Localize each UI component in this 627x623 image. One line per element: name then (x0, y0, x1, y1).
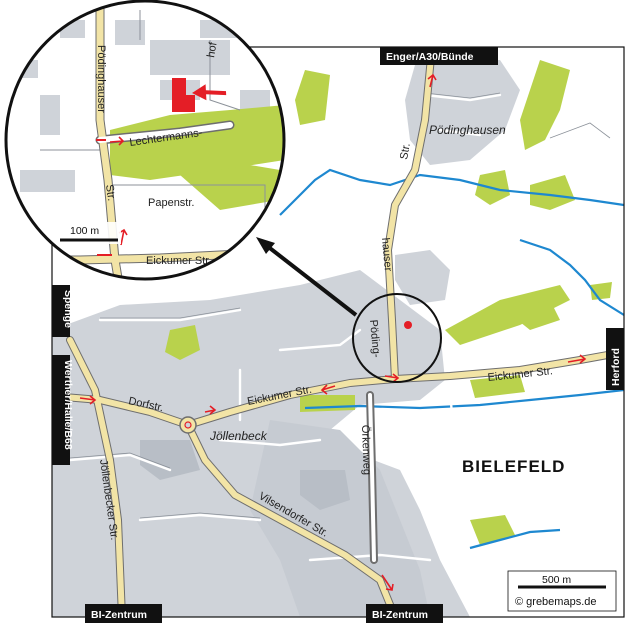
minor-streets-outline (69, 92, 611, 519)
route-arrows (79, 73, 587, 591)
road-label-oerkenweg: Örkenweg (359, 425, 373, 476)
svg-text:Enger/A30/Bünde: Enger/A30/Bünde (386, 51, 474, 63)
inset-label-poedinghauser: Pödinghauser (95, 45, 107, 113)
inset-label-papenstr: Papenstr. (148, 197, 194, 209)
svg-text:Herford: Herford (610, 348, 622, 386)
city-label: BIELEFELD (462, 457, 565, 476)
svg-text:Spenge: Spenge (62, 290, 74, 328)
inset-label-str: Str. (103, 184, 117, 202)
inset-frame (4, 0, 286, 281)
scale-box: 500 m © grebemaps.de (507, 570, 617, 612)
road-label-poedinghauser-hauser: hauser (379, 237, 394, 272)
road-label-poedinghauser-str: Str. (398, 142, 413, 160)
inset-label-eickumer: Eickumer Str. (146, 255, 211, 267)
place-label-joellenbeck: Jöllenbeck (209, 429, 268, 443)
target-marker[interactable] (404, 321, 412, 329)
destination-east: Herford (606, 328, 624, 390)
inset-scale-label: 100 m (70, 225, 99, 237)
destination-north: Enger/A30/Bünde (380, 47, 498, 65)
locator-pointer (260, 240, 358, 317)
destination-west-werther: Werther/Halle/B68 (52, 355, 74, 465)
main-map: Eickumer Str. Eickumer Str. Dorfstr. Vil… (52, 47, 624, 617)
road-label-poedinghauser-poeding: Pöding- (367, 319, 382, 358)
locator-circle (352, 293, 442, 383)
place-label-poedinghausen: Pödinghausen (429, 123, 506, 137)
destination-south-west: BI-Zentrum (85, 604, 162, 623)
svg-text:BI-Zentrum: BI-Zentrum (372, 609, 428, 621)
destination-west-spenge: Spenge (52, 285, 74, 337)
destination-south-east: BI-Zentrum (366, 604, 443, 623)
minor-streets (68, 93, 612, 562)
inset-target-arrow (192, 84, 227, 101)
credit-label: © grebemaps.de (515, 596, 597, 608)
locator-arrowhead (256, 237, 275, 254)
inset-target-building[interactable] (172, 78, 195, 112)
scale-label: 500 m (542, 574, 571, 586)
svg-text:BI-Zentrum: BI-Zentrum (91, 609, 147, 621)
main-roads (52, 47, 624, 617)
inset-label-hof: hof (205, 40, 220, 58)
svg-text:Werther/Halle/B68: Werther/Halle/B68 (62, 360, 74, 450)
